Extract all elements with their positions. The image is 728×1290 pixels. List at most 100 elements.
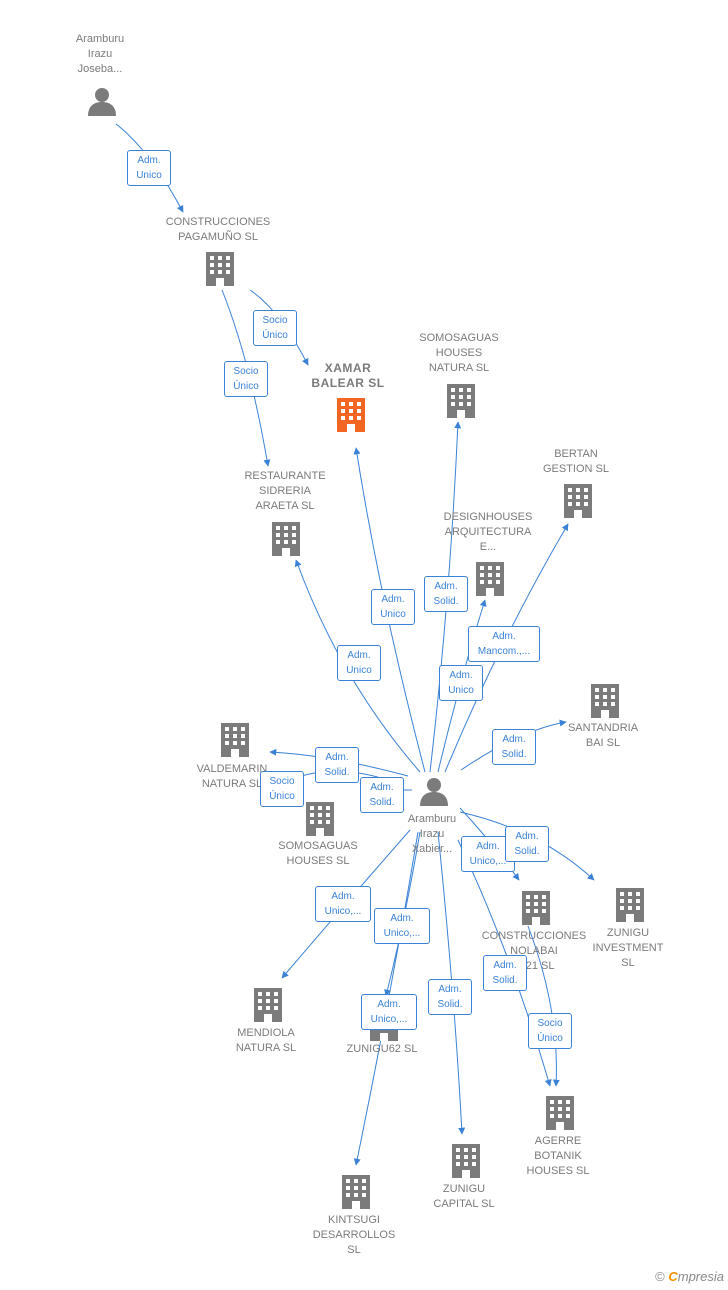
node-label-line: AGERRE — [534, 1135, 582, 1147]
node-label-line: NATURA SL — [428, 362, 490, 374]
building-icon-zunigu-investment[interactable] — [616, 888, 644, 922]
node-label-line: Irazu — [87, 48, 113, 60]
node-label-line: Joseba... — [77, 63, 123, 75]
building-icon-xamar-balear[interactable] — [337, 398, 365, 432]
node-label-line: ZUNIGU — [442, 1183, 486, 1195]
person-icon-aramburu-xabier[interactable] — [420, 778, 448, 806]
edge-label-line: Unico — [346, 665, 372, 676]
building-icon-valdemarin-natura[interactable] — [221, 723, 249, 757]
edge-label-line: Socio — [269, 776, 295, 787]
edge-label-e8[interactable]: Adm.Unico — [337, 645, 381, 681]
building-icon-restaurante-sidreria[interactable] — [272, 522, 300, 556]
building-icon-santandria-bai[interactable] — [591, 684, 619, 718]
edge-label-line: Adm. — [476, 841, 500, 852]
edge-label-e15[interactable]: Adm.Unico,... — [315, 886, 371, 922]
edge-label-line: Adm. — [370, 782, 394, 793]
edge-label-e1[interactable]: Adm.Unico — [127, 150, 171, 186]
building-icon-somosaguas-houses[interactable] — [306, 802, 334, 836]
edge-label-line: Único — [262, 330, 288, 341]
edge-label-line: Unico,... — [324, 906, 362, 917]
node-label-line: SOMOSAGUAS — [278, 840, 358, 852]
node-label-line: ARAETA SL — [255, 500, 315, 512]
node-label-line: CONSTRUCCIONES — [165, 216, 271, 228]
edge-label-e7[interactable]: Adm.Unico — [439, 665, 483, 701]
edge-label-line: Solid. — [433, 596, 459, 607]
edge-label-line: Unico,... — [383, 928, 421, 939]
node-label-line: SOMOSAGUAS — [419, 332, 499, 344]
edge-label-line: Adm. — [390, 913, 414, 924]
building-icon-bertan-gestion[interactable] — [564, 484, 592, 518]
node-label-line: KINTSUGI — [328, 1214, 380, 1226]
edge-label-line: Solid. — [324, 767, 350, 778]
edge-label-e12[interactable]: Adm. Solid. — [360, 777, 404, 813]
node-label-line: HOUSES — [435, 347, 483, 359]
building-icon-somosaguas-houses-natura[interactable] — [447, 384, 475, 418]
edge-line-e20 — [527, 925, 560, 1087]
edge-label-e5[interactable]: Adm. Solid. — [424, 576, 468, 612]
edge-label-line: Único — [537, 1033, 563, 1044]
edge-label-line: Adm. — [434, 581, 458, 592]
edge-label-e17[interactable]: Adm.Unico,... — [361, 994, 417, 1030]
building-icon-construcciones-pagamuno[interactable] — [206, 252, 234, 286]
node-label-line: CAPITAL SL — [433, 1198, 495, 1210]
edge-label-e16[interactable]: Adm. Unico,... — [374, 908, 430, 944]
edge-label-line: Adm. — [377, 999, 401, 1010]
building-icon-zunigu-capital[interactable] — [452, 1144, 480, 1178]
edge-label-line: Único — [269, 791, 295, 802]
node-label-somosaguas-houses-natura[interactable]: SOMOSAGUAS HOUSES NATURA SL — [409, 331, 509, 376]
node-label-line: SL — [621, 957, 635, 969]
building-icon-mendiola-natura[interactable] — [254, 988, 282, 1022]
edge-label-e14[interactable]: Adm. Solid. — [505, 826, 549, 862]
node-label-line: CONSTRUCCIONES — [481, 930, 587, 942]
edge-label-e4[interactable]: Adm.Unico — [371, 589, 415, 625]
node-label-somosaguas-houses[interactable]: SOMOSAGUAS HOUSES SL — [268, 839, 368, 869]
node-label-zunigu-capital[interactable]: ZUNIGU CAPITAL SL — [419, 1182, 509, 1212]
edge-label-line: Socio — [537, 1018, 563, 1029]
building-icon-agerre-botanik[interactable] — [546, 1096, 574, 1130]
node-label-line: Irazu — [419, 828, 445, 840]
edge-label-line: Mancom.,... — [477, 646, 531, 657]
node-label-line: HOUSES SL — [286, 855, 350, 867]
edge-label-line: Solid. — [492, 975, 518, 986]
building-icon-construcciones-nolabai[interactable] — [522, 891, 550, 925]
node-label-line: Xabier... — [411, 843, 453, 855]
person-icon-aramburu-joseba[interactable] — [88, 88, 116, 116]
node-label-line: HOUSES SL — [526, 1165, 590, 1177]
edge-label-e18[interactable]: Adm.Solid. — [428, 979, 472, 1015]
edge-label-e10[interactable]: Adm. Solid. — [315, 747, 359, 783]
edge-label-line: Adm. — [502, 734, 526, 745]
node-label-line: SANTANDRIA — [567, 722, 639, 734]
edge-label-line: Adm. — [325, 752, 349, 763]
edge-label-line: Solid. — [369, 797, 395, 808]
edge-label-line: Unico — [448, 685, 474, 696]
edge-label-line: Unico — [380, 609, 406, 620]
edge-label-line: Solid. — [514, 846, 540, 857]
node-label-line: MENDIOLA — [237, 1027, 295, 1039]
node-label-zunigu62[interactable]: ZUNIGU62 SL — [332, 1042, 432, 1057]
edge-label-line: Unico — [136, 170, 162, 181]
building-icon-designhouses[interactable] — [476, 562, 504, 596]
edge-label-line: Adm. — [515, 831, 539, 842]
edge-label-e9[interactable]: Adm.Solid. — [492, 729, 536, 765]
edge-label-e6[interactable]: Adm.Mancom.,... — [468, 626, 540, 662]
brand-name: mpresia — [677, 1269, 724, 1284]
building-icon-kintsugi-desarrollos[interactable] — [342, 1175, 370, 1209]
edge-label-e19[interactable]: Adm.Solid. — [483, 955, 527, 991]
